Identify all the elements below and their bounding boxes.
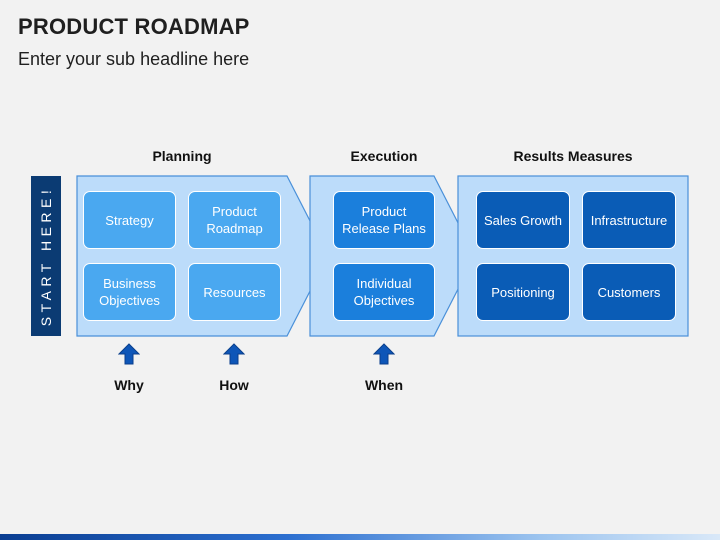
box-product-roadmap: Product Roadmap [188, 191, 281, 249]
page-title: PRODUCT ROADMAP [18, 14, 250, 39]
box-customers: Customers [582, 263, 676, 321]
arrow-up-icon [373, 343, 395, 365]
footer-gradient-bar [0, 534, 720, 540]
box-strategy: Strategy [83, 191, 176, 249]
box-resources: Resources [188, 263, 281, 321]
box-individual-objectives: Individual Objectives [333, 263, 435, 321]
arrow-up-icon [223, 343, 245, 365]
label-when: When [364, 377, 404, 393]
box-positioning: Positioning [476, 263, 570, 321]
box-infrastructure: Infrastructure [582, 191, 676, 249]
page-subtitle: Enter your sub headline here [18, 49, 250, 69]
label-why: Why [114, 377, 144, 393]
start-here-bar [31, 176, 61, 336]
section-label-results: Results Measures [513, 148, 633, 164]
arrow-up-icon [118, 343, 140, 365]
box-business-objectives: Business Objectives [83, 263, 176, 321]
section-label-planning: Planning [152, 148, 212, 164]
section-label-execution: Execution [350, 148, 418, 164]
label-how: How [219, 377, 249, 393]
box-product-release-plans: Product Release Plans [333, 191, 435, 249]
box-sales-growth: Sales Growth [476, 191, 570, 249]
